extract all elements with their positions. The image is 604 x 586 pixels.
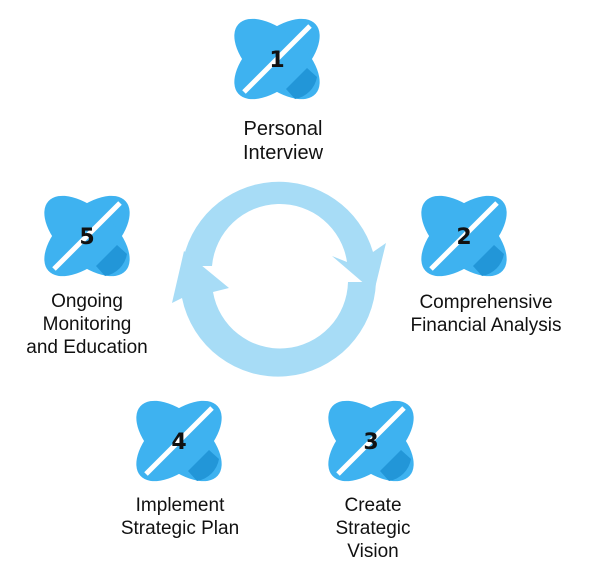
step-2-label: Comprehensive Financial Analysis <box>410 292 562 336</box>
step-2-badge: 2 <box>421 195 507 277</box>
blob-badge-icon <box>44 195 130 277</box>
step-1-badge: 1 <box>234 18 320 100</box>
step-3-number: 3 <box>363 430 378 455</box>
cycle-arrows-icon <box>172 181 386 377</box>
blob-badge-icon <box>234 18 320 100</box>
cycle-arrow-upper <box>182 181 386 292</box>
cycle-arrow-lower <box>172 251 376 377</box>
step-5-label: Ongoing Monitoring and Education <box>26 291 148 358</box>
step-4-number: 4 <box>171 430 186 455</box>
step-4-badge: 4 <box>136 400 222 482</box>
blob-badge-icon <box>328 400 414 482</box>
step-5-number: 5 <box>79 225 94 250</box>
step-3-badge: 3 <box>328 400 414 482</box>
step-4-label: Implement Strategic Plan <box>120 495 240 539</box>
step-5-badge: 5 <box>44 195 130 277</box>
step-1-number: 1 <box>269 48 284 73</box>
step-1-label: Personal Interview <box>242 118 324 164</box>
step-2-number: 2 <box>456 225 471 250</box>
blob-badge-icon <box>421 195 507 277</box>
blob-badge-icon <box>136 400 222 482</box>
step-3-label: Create Strategic Vision <box>335 495 411 562</box>
